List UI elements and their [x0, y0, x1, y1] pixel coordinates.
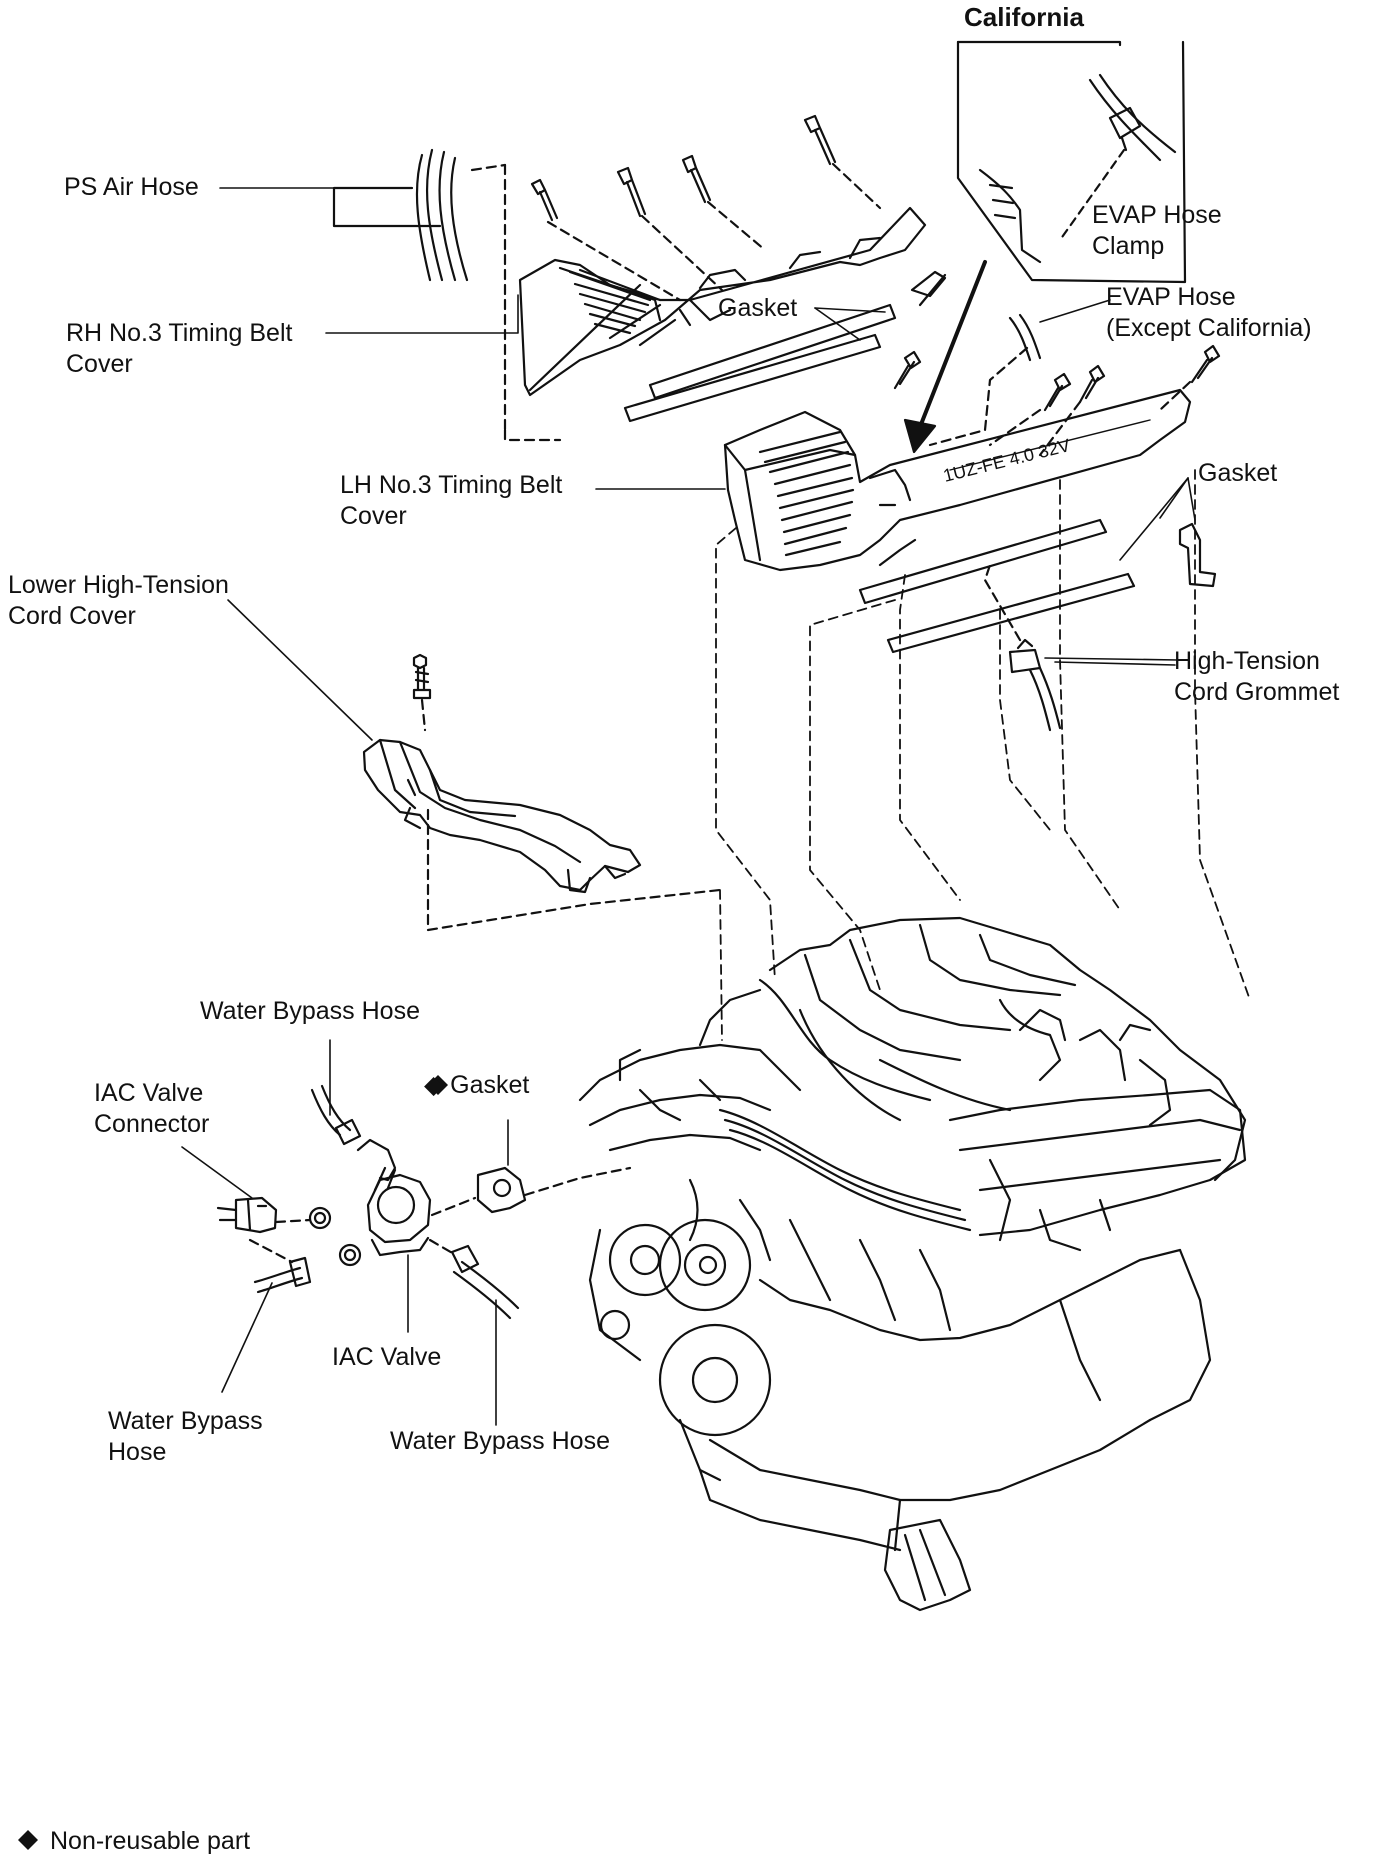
- grommet-drawing: [983, 563, 1179, 732]
- california-arrow: [903, 260, 987, 454]
- label-rh-timing-belt-cover: RH No.3 Timing Belt Cover: [66, 319, 293, 378]
- engine-block-drawing: [578, 916, 1247, 1612]
- label-water-bypass-hose-bottom: Water Bypass Hose: [390, 1427, 610, 1455]
- label-evap-hose-clamp: EVAP Hose Clamp: [1092, 201, 1222, 260]
- rh-bolts: [530, 114, 882, 302]
- gasket-diamond-icon: [428, 1075, 448, 1095]
- label-lower-cord-cover: Lower High-Tension Cord Cover: [8, 571, 229, 630]
- lh-bolts: [893, 344, 1221, 457]
- iac-valve-cluster-drawing: [181, 1039, 632, 1426]
- lower-cord-cover-drawing: [227, 599, 722, 932]
- label-water-bypass-hose-left: Water Bypass Hose: [108, 1407, 263, 1466]
- lh-gasket-strips: [858, 477, 1217, 654]
- label-lh-timing-belt-cover: LH No.3 Timing Belt Cover: [340, 471, 563, 530]
- label-gasket-iac: ◆ Gasket: [424, 1071, 530, 1099]
- label-cord-grommet: High-Tension Cord Grommet: [1174, 647, 1340, 706]
- label-iac-valve-connector: IAC Valve Connector: [94, 1079, 210, 1138]
- rh-gasket-strips: [623, 270, 947, 423]
- label-gasket-upper: Gasket: [718, 294, 798, 322]
- assembly-guide-lines: [715, 469, 1251, 1041]
- label-water-bypass-hose-top: Water Bypass Hose: [200, 997, 420, 1025]
- california-title: California: [964, 2, 1084, 32]
- label-gasket-right: Gasket: [1198, 459, 1278, 487]
- lh-timing-belt-cover-drawing: [723, 388, 1192, 572]
- label-iac-valve: IAC Valve: [332, 1343, 442, 1371]
- label-ps-air-hose: PS Air Hose: [64, 173, 199, 201]
- label-evap-hose: EVAP Hose (Except California): [1106, 283, 1312, 342]
- legend-diamond-icon: [18, 1830, 38, 1850]
- rh-timing-belt-cover-drawing: [503, 206, 927, 442]
- legend-text: Non-reusable part: [50, 1827, 251, 1855]
- california-inset-box: [956, 40, 1187, 284]
- ps-air-hose-drawing: [219, 148, 507, 432]
- evap-hose-drawing: [928, 299, 1111, 447]
- leader-lines: [325, 294, 1176, 666]
